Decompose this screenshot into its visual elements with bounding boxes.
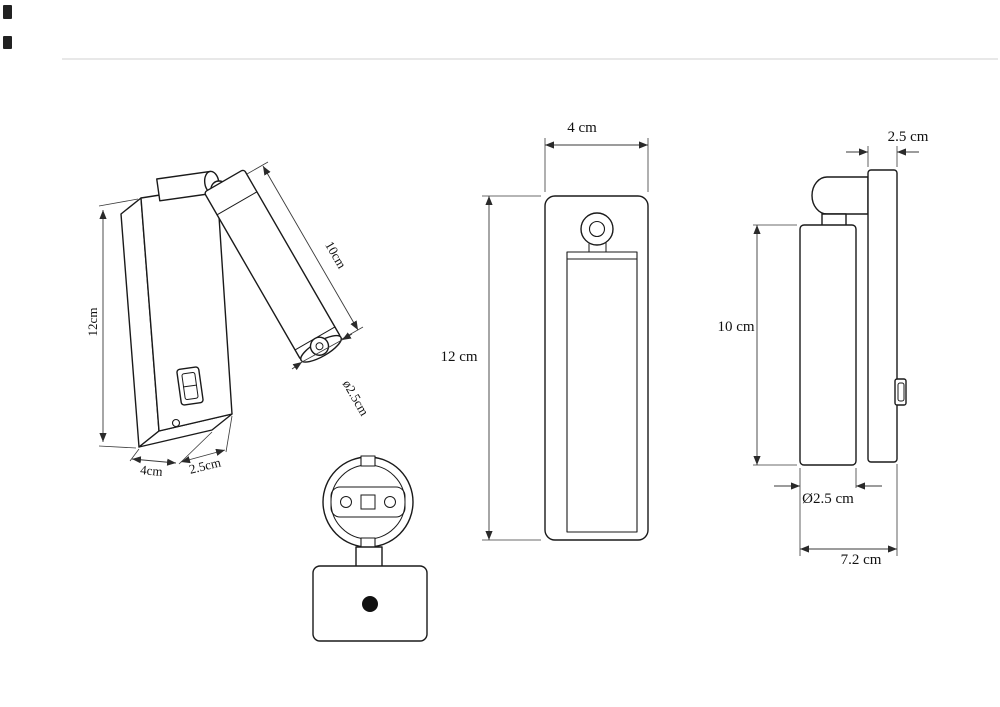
side-view: 2.5 cm 10 cm Ø2.5 cm 7.2 cm	[717, 129, 928, 568]
persp-tube-diameter-label: ø2.5cm	[340, 377, 372, 418]
bottom-sensor-dot	[362, 596, 378, 612]
side-tube-length-label: 10 cm	[717, 319, 754, 335]
side-total-depth-label: 7.2 cm	[841, 552, 882, 568]
side-pivot-cylinder	[811, 176, 869, 215]
bottom-left-hole	[340, 496, 352, 508]
bottom-outer-circle	[322, 456, 414, 548]
scan-artifact	[3, 36, 12, 49]
side-tube-outline	[799, 224, 857, 466]
side-plate-depth-label: 2.5 cm	[888, 129, 929, 145]
bottom-top-tab	[360, 455, 376, 467]
bottom-stem	[355, 546, 383, 568]
scan-artifact	[3, 5, 12, 19]
bottom-slot	[330, 486, 406, 518]
persp-height-label: 12cm	[85, 308, 100, 337]
side-wall-plate	[867, 169, 898, 463]
front-tube-outline	[566, 251, 638, 533]
side-pivot-neck	[821, 213, 847, 227]
persp-depth-label: 2.5cm	[188, 454, 223, 476]
bottom-contact-block	[360, 494, 376, 510]
pivot-cylinder	[156, 170, 220, 202]
lens-circle	[309, 336, 330, 356]
rocker-switch	[176, 366, 204, 406]
page-artifacts	[3, 5, 998, 60]
front-view: 4 cm 12 cm	[440, 120, 649, 541]
persp-tube-length-label: 10cm	[322, 238, 349, 271]
front-width-label: 4 cm	[567, 120, 597, 136]
front-height-label: 12 cm	[440, 349, 477, 365]
side-tube-diameter-label: Ø2.5 cm	[802, 491, 854, 507]
persp-width-label: 4cm	[140, 462, 164, 479]
bottom-right-hole	[384, 496, 396, 508]
perspective-view: 12cm 10cm	[85, 161, 372, 479]
mounting-hole	[171, 418, 181, 428]
bottom-view	[312, 455, 428, 642]
